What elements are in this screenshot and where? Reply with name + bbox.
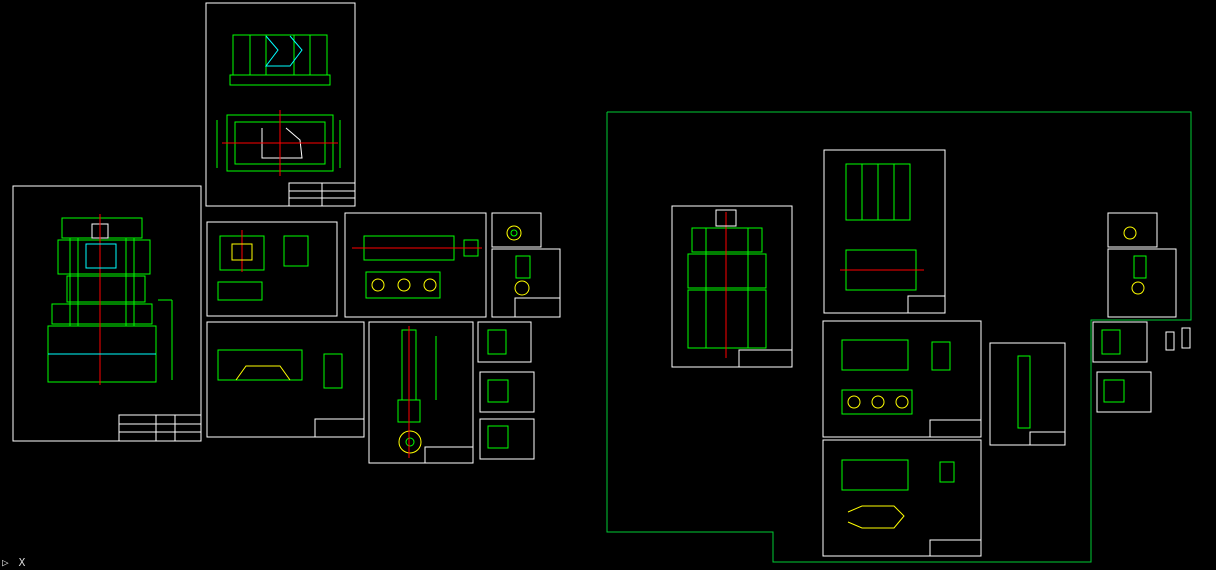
sheet-base-frame xyxy=(205,2,356,207)
sheet-part-7 xyxy=(477,321,535,460)
sheet-assembly-right xyxy=(671,205,793,368)
sheet-part-right-2 xyxy=(822,439,982,557)
sheet-part-2 xyxy=(344,212,487,318)
sheet-part-3 xyxy=(491,212,542,248)
sheet-part-right-small xyxy=(1092,212,1191,413)
title-block xyxy=(118,414,202,442)
sheet-part-5 xyxy=(206,321,365,438)
layout-boundary xyxy=(606,111,1192,563)
ucs-arrow-icon: ▷ xyxy=(2,556,9,569)
ucs-x-label: X xyxy=(18,556,26,569)
ucs-axis-icon: ▷X xyxy=(2,557,25,568)
sheet-part-4 xyxy=(491,248,561,318)
sheet-part-6 xyxy=(368,321,474,464)
sheet-part-1 xyxy=(206,221,338,317)
sheet-part-right-3 xyxy=(989,342,1066,446)
sheet-assembly-left xyxy=(12,185,202,442)
sheet-part-right-1 xyxy=(822,320,982,438)
sheet-frame-right xyxy=(823,149,946,314)
